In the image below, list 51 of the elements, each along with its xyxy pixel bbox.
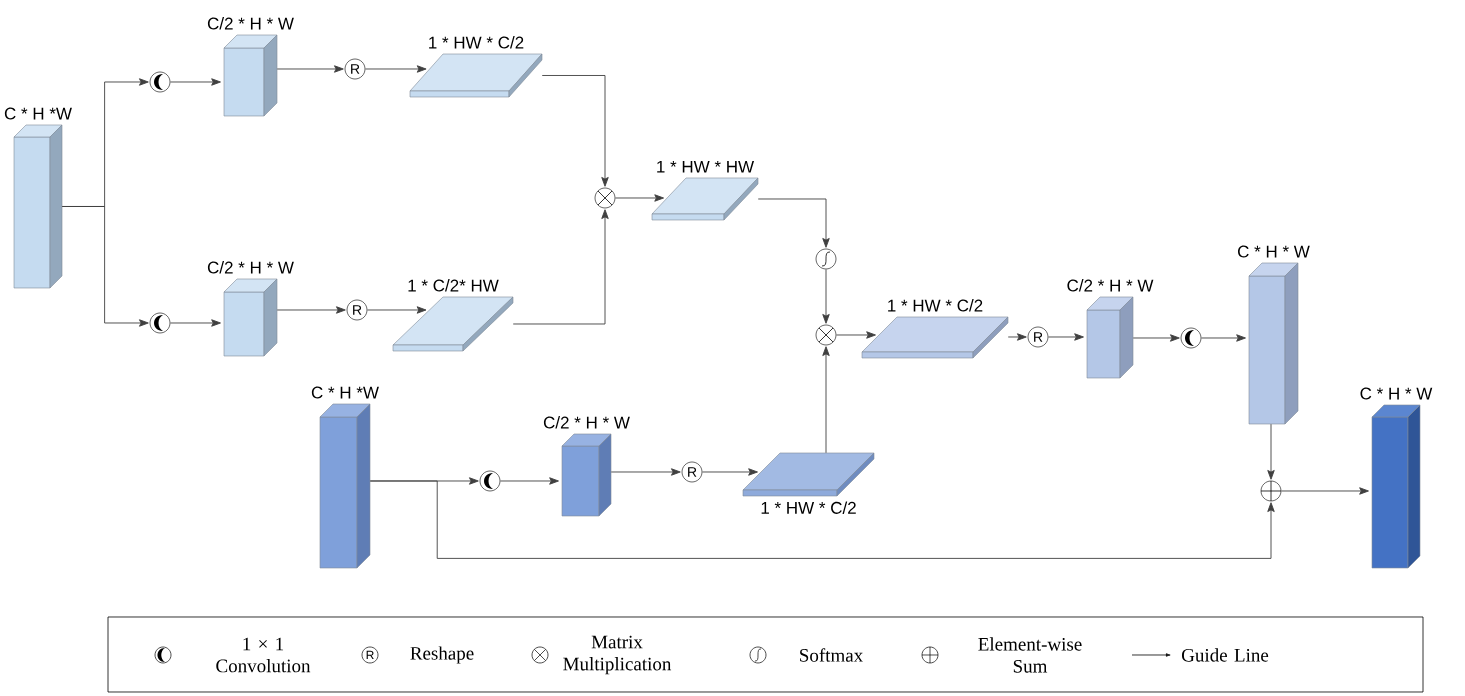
legend-label: Matrix Multiplication [563, 635, 672, 675]
arrow [822, 268, 830, 324]
arrow [1267, 423, 1275, 480]
arrow [541, 75, 609, 187]
dimension-label: 1 * HW * C/2 [888, 299, 983, 312]
dimension-label: C/2 * H * W [543, 416, 630, 429]
arrow [757, 198, 830, 248]
dimension-label: C/2 * H * W [207, 261, 294, 274]
dimension-label: C/2 * H * W [207, 17, 294, 30]
multiplication-symbol [815, 324, 837, 346]
legend-label: 1 × 1 Convolution [216, 637, 311, 673]
arrow [835, 331, 876, 339]
arrow [512, 209, 609, 325]
arrow [701, 468, 758, 476]
dimension-label: 1 * HW * C/2 [761, 501, 856, 514]
dimension-label: C * H *W [4, 107, 72, 120]
arrow [276, 306, 346, 314]
softmax-symbol [815, 248, 837, 270]
legend-label: Guide Line [1182, 648, 1269, 662]
arrow [1132, 334, 1180, 342]
arrow [1047, 333, 1084, 341]
arrow [1007, 333, 1027, 341]
legend-label: Reshape [410, 646, 474, 664]
arrow [822, 346, 830, 454]
convolution-symbol [1180, 327, 1202, 349]
arrow [610, 468, 681, 476]
legend-label: Softmax [800, 648, 863, 662]
dimension-label: C * H *W [311, 386, 379, 399]
convolution-symbol [479, 470, 501, 492]
dimension-label: C/2 * H * W [1067, 279, 1154, 292]
sum-symbol [1260, 480, 1282, 502]
dimension-label: C * H * W [1238, 245, 1310, 258]
arrow [369, 480, 1275, 559]
arrow [366, 306, 427, 314]
convolution-symbol [149, 71, 171, 93]
arrow [169, 78, 221, 86]
dimension-label: 1 * HW * C/2 [429, 36, 524, 49]
arrow [614, 194, 665, 202]
arrow [276, 65, 344, 73]
arrow [499, 477, 559, 485]
dimension-label: C * H * W [1360, 387, 1433, 400]
arrow [169, 319, 221, 327]
convolution-symbol [149, 312, 171, 334]
dimension-label: 1 * C/2* HW [408, 279, 499, 292]
multiplication-symbol [594, 187, 616, 209]
legend-label: Element-wise Sum [978, 637, 1082, 673]
arrow [1280, 487, 1369, 495]
arrow [1200, 334, 1246, 342]
dimension-label: 1 * HW * HW [657, 160, 755, 173]
arrow [364, 65, 427, 73]
arrow [61, 206, 149, 327]
